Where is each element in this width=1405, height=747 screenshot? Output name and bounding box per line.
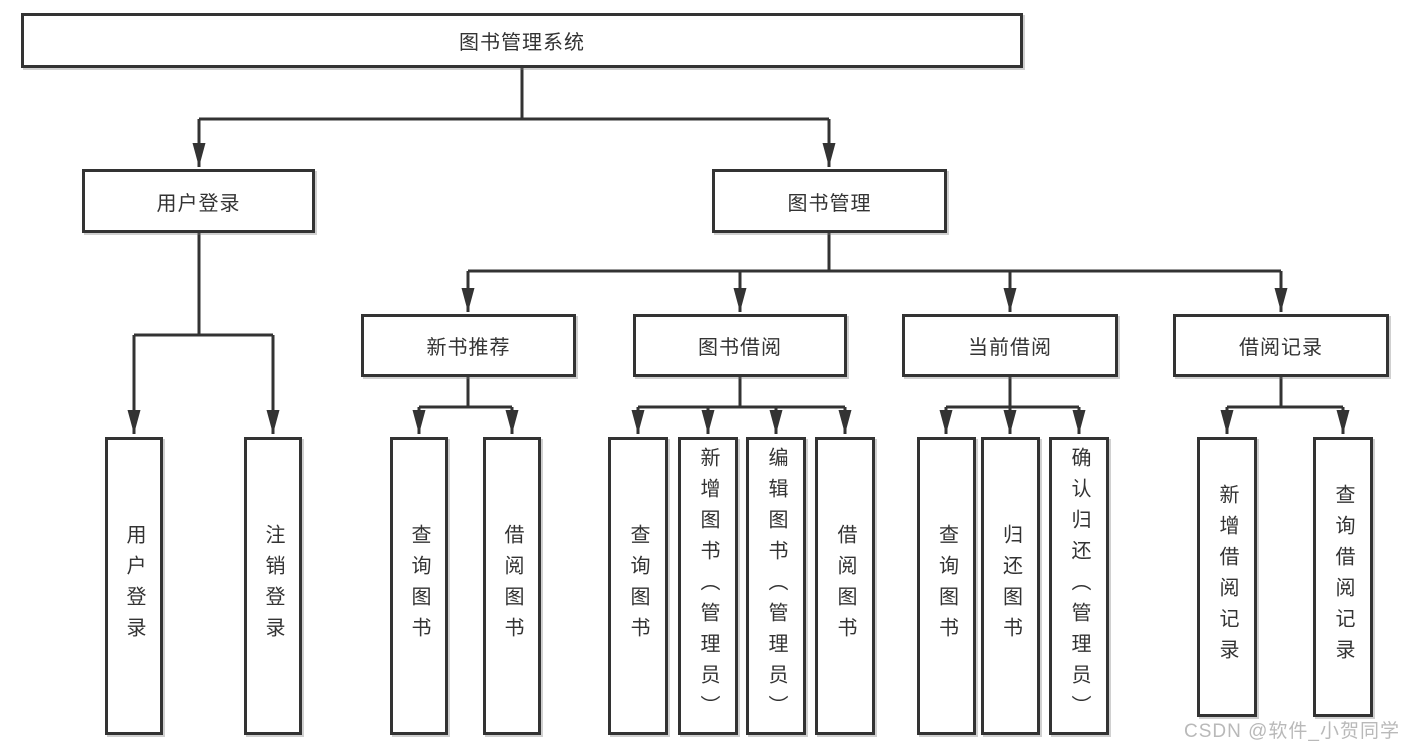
leaf-query-books-current: 查询图书: [917, 437, 976, 735]
node-root-label: 图书管理系统: [459, 32, 585, 54]
node-module-current-borrowing: 当前借阅: [902, 314, 1118, 377]
leaf-label: 借阅图书: [501, 524, 523, 648]
leaf-label: 确认归还（管理员）: [1068, 446, 1090, 726]
csdn-watermark: CSDN @软件_小贺同学: [1184, 721, 1400, 742]
leaf-borrow-books-borrowing: 借阅图书: [815, 437, 875, 735]
leaf-query-books-recommend: 查询图书: [390, 437, 448, 735]
leaf-label: 新增图书（管理员）: [697, 446, 719, 726]
leaf-label: 查询图书: [408, 524, 430, 648]
leaf-add-borrow-record: 新增借阅记录: [1197, 437, 1257, 717]
node-module-label: 借阅记录: [1239, 337, 1323, 359]
node-module-label: 新书推荐: [426, 337, 511, 359]
trunk-lines: [134, 68, 1343, 409]
leaf-label: 借阅图书: [834, 524, 856, 648]
leaf-borrow-books-recommend: 借阅图书: [483, 437, 541, 735]
leaf-label: 查询图书: [627, 524, 649, 648]
node-module-book-borrowing: 图书借阅: [633, 314, 847, 377]
leaf-label: 新增借阅记录: [1216, 484, 1238, 670]
leaf-confirm-return-admin: 确认归还（管理员）: [1049, 437, 1109, 735]
leaf-add-books-admin: 新增图书（管理员）: [678, 437, 738, 735]
leaf-edit-books-admin: 编辑图书（管理员）: [746, 437, 806, 735]
node-module-label: 图书借阅: [698, 337, 782, 359]
leaf-label: 用户登录: [123, 524, 145, 648]
node-branch-label: 用户登录: [156, 192, 241, 215]
node-branch-user-login: 用户登录: [82, 169, 315, 233]
leaf-label: 归还图书: [999, 524, 1022, 648]
leaf-label: 注销登录: [262, 524, 284, 648]
leaf-return-books: 归还图书: [981, 437, 1040, 735]
leaf-user-login: 用户登录: [105, 437, 163, 735]
node-module-new-book-recommendation: 新书推荐: [361, 314, 576, 377]
leaf-label: 查询借阅记录: [1332, 484, 1354, 670]
node-branch-label: 图书管理: [787, 192, 872, 215]
leaf-query-borrow-record: 查询借阅记录: [1313, 437, 1373, 717]
node-module-borrowing-records: 借阅记录: [1173, 314, 1389, 377]
leaf-logout-login: 注销登录: [244, 437, 302, 735]
node-branch-book-management: 图书管理: [712, 169, 947, 233]
node-module-label: 当前借阅: [968, 337, 1052, 359]
leaf-query-books-borrowing: 查询图书: [608, 437, 668, 735]
leaf-label: 编辑图书（管理员）: [765, 446, 787, 726]
node-root-system: 图书管理系统: [21, 13, 1023, 68]
leaf-label: 查询图书: [935, 524, 958, 648]
